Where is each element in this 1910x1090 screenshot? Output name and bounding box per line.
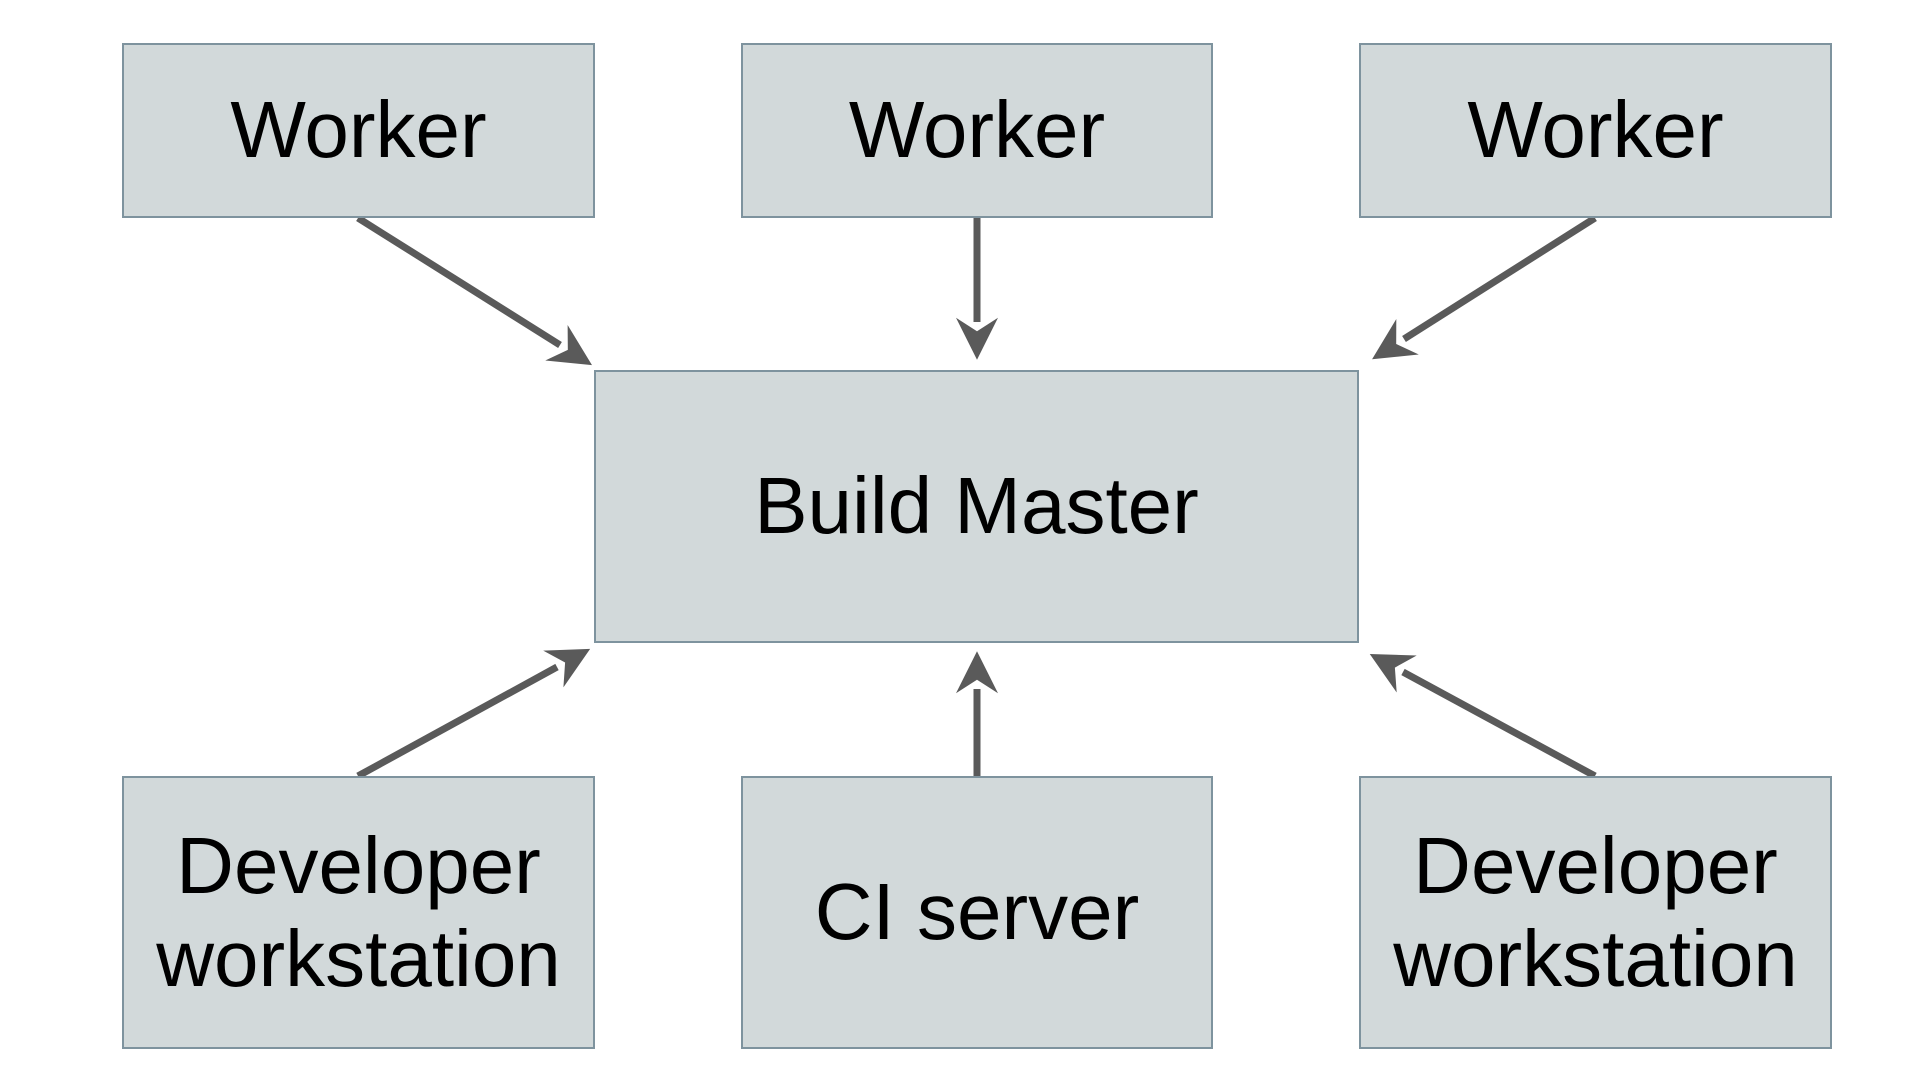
node-ci-server-label: CI server (814, 867, 1140, 957)
arrow-worker-right-to-build-master (1372, 215, 1597, 360)
node-developer-workstation-right-label: Developer workstation (1393, 820, 1798, 1003)
node-build-master-label: Build Master (754, 461, 1199, 551)
node-worker-right-label: Worker (1467, 85, 1724, 175)
node-worker-left: Worker (122, 43, 595, 218)
node-developer-workstation-right: Developer workstation (1359, 776, 1832, 1049)
node-developer-workstation-left: Developer workstation (122, 776, 595, 1049)
node-worker-right: Worker (1359, 43, 1832, 218)
node-ci-server: CI server (741, 776, 1213, 1049)
arrow-worker-left-to-build-master (356, 215, 593, 366)
arrow-dev-left-to-build-master (356, 648, 591, 780)
arrow-dev-right-to-build-master (1369, 653, 1597, 780)
node-worker-center-label: Worker (848, 85, 1106, 175)
node-developer-workstation-left-label: Developer workstation (156, 820, 561, 1003)
node-worker-left-label: Worker (230, 85, 487, 175)
node-worker-center: Worker (741, 43, 1213, 218)
node-build-master: Build Master (594, 370, 1359, 643)
